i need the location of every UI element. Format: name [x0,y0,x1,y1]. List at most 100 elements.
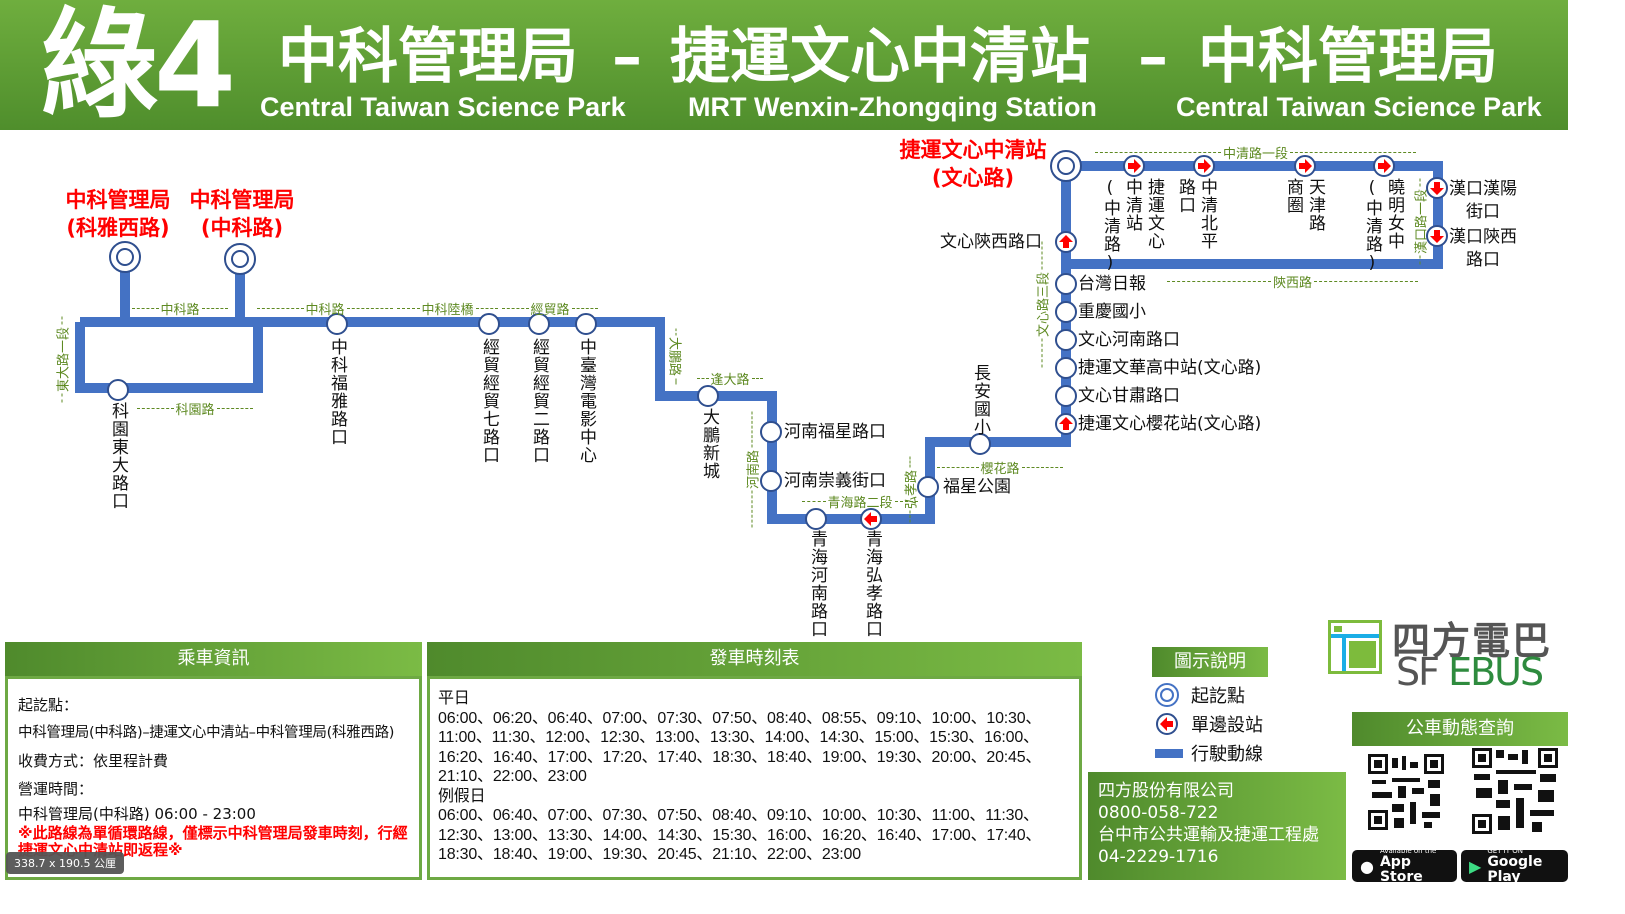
stop-icon [760,421,782,443]
terminal-label-zhongke: 中科管理局 (中科路) [189,188,295,240]
qr-code-icon[interactable] [1472,748,1558,834]
sf-ebus-logo-icon [1328,620,1382,674]
stop-icon [1055,301,1077,323]
road-name: 大鵬路 [666,337,682,377]
terminal-label-wenxin-zhongqing: 捷運文心中清站 (文心路) [899,138,1047,190]
road-name: 科園路 [175,403,215,418]
title-separator: – [612,22,642,92]
road-label: 弘孝路 [901,455,920,525]
station-label: 河南福星路口 [784,422,886,442]
legend-route: 行駛動線 [1155,740,1263,766]
weekday-times-row: 21:10、22:00、23:00 [438,768,587,785]
road-name: 經貿路 [530,303,570,318]
operator-name: 四方股份有限公司 [1098,781,1234,801]
road-label: 逢大路 [695,369,765,388]
road-label: 河南路 [743,410,762,530]
qr-code-icon[interactable] [1368,754,1444,830]
one-way-stop-up-icon [1055,413,1077,435]
hours-label: 營運時間： [18,780,94,798]
station-label: 青海弘孝路口 [862,530,882,638]
road-name: 漢口路一段 [1414,188,1430,254]
station-label: 漢口漢陽 街口 [1449,179,1517,222]
road-label: 東大路一段 [53,315,72,405]
operator-phone: 0800-058-722 [1098,803,1219,823]
route-loop-line [75,322,263,393]
google-play-small-text: GET IT ON [1487,847,1523,855]
terminal-icon [1050,150,1082,182]
stop-icon [969,433,991,455]
hours-value: 中科管理局(中科路) 06:00 - 23:00 [18,805,256,823]
legend-title: 圖示說明 [1152,647,1268,677]
station-label: 中清北平 路口 [1175,178,1217,250]
title-mid-en: MRT Wenxin-Zhongqing Station [688,92,1097,122]
road-label: 科園路 [135,399,255,418]
logo-sf: SF [1396,650,1449,694]
road-label: 青海路二段 [800,492,920,511]
station-label: 河南崇義街口 [784,471,886,491]
app-store-label: App Store [1379,854,1423,885]
holiday-times-row: 18:30、18:40、19:00、19:30、20:45、21:10、22:0… [438,846,861,863]
legend-one-way: 單邊設站 [1155,711,1263,737]
road-label: 漢口路一段 [1411,177,1430,267]
start-end-value: 中科管理局(中科路)–捷運文心中清站–中科管理局(科雅西路) [18,725,395,741]
route-line-swatch [1155,748,1183,758]
road-name: 中科路 [305,303,345,318]
station-label: 文心河南路口 [1078,330,1180,350]
logo-zh: 四方電巴 [1392,619,1553,663]
station-label: 捷運文心 中清站 (中清路) [1100,178,1164,274]
station-label: 經貿經貿二路口 [529,338,549,464]
timetable-panel: 平日 06:00、06:20、06:40、07:00、07:30、07:50、0… [427,676,1082,880]
road-label: 經貿路 [500,299,600,318]
title-mid-zh: 捷運文心中清站 [670,22,1090,92]
station-label: 文心甘肅路口 [1078,386,1180,406]
holiday-label: 例假日 [438,787,486,805]
road-name: 東大路一段 [56,326,72,392]
stop-icon [1055,385,1077,407]
route-terminal-spurs [120,265,245,322]
holiday-times-row: 06:00、06:40、07:00、07:30、07:50、08:40、09:1… [438,807,1039,824]
google-play-label: Google Play [1487,854,1543,885]
legend-terminal: 起訖點 [1155,682,1245,708]
title-start-en: Central Taiwan Science Park [260,92,626,122]
terminal-icon [109,241,141,273]
station-label: 天津路 商圈 [1283,178,1325,232]
stop-icon [1055,273,1077,295]
weekday-times-row: 16:20、16:40、17:00、17:20、17:40、18:30、18:4… [438,748,1042,766]
start-end-label: 起訖點： [18,696,79,714]
road-name: 青海路二段 [827,496,893,511]
stop-icon [1055,357,1077,379]
station-label: 文心陝西路口 [940,232,1042,252]
road-label: 櫻花路 [935,458,1065,477]
road-label: 大鵬路 [667,327,686,387]
station-label: 青海河南路口 [807,530,827,638]
terminal-label-keya-west: 中科管理局 (科雅西路) [65,188,171,240]
road-name: 櫻花路 [980,462,1020,477]
road-label: 中科陸橋 [395,299,500,318]
title-separator: – [1138,22,1168,92]
logo-ebus: EBUS [1448,650,1544,694]
station-label: 捷運文心櫻花站(文心路) [1078,414,1262,434]
authority-name: 台中市公共運輸及捷運工程處 [1098,825,1319,845]
legend-route-label: 行駛動線 [1191,744,1263,765]
weekday-times-row: 11:00、11:30、12:00、12:30、13:00、13:30、14:0… [438,729,1039,746]
legend-terminal-label: 起訖點 [1191,686,1245,707]
logo-en: SF EBUS [1396,650,1544,694]
terminal-icon [224,243,256,275]
realtime-title: 公車動態查詢 [1352,712,1568,746]
road-name: 河南路 [746,449,762,489]
road-label: 中清路一段 [1093,143,1418,162]
info-panel: 起訖點： 中科管理局(中科路)–捷運文心中清站–中科管理局(科雅西路) 收費方式… [5,676,422,880]
road-name: 逢大路 [710,373,750,388]
stop-icon [760,470,782,492]
road-label: 中科路 [255,299,395,318]
operator-info: 四方股份有限公司 0800-058-722 台中市公共運輸及捷運工程處 04-2… [1088,772,1346,880]
station-label: 科園東大路口 [108,402,128,510]
one-way-stop-left-icon [860,508,882,530]
road-name: 弘孝路 [904,469,920,509]
road-label: 陝西路 [1165,272,1420,291]
authority-phone: 04-2229-1716 [1098,847,1219,867]
station-label: 捷運文華高中站(文心路) [1078,358,1262,378]
